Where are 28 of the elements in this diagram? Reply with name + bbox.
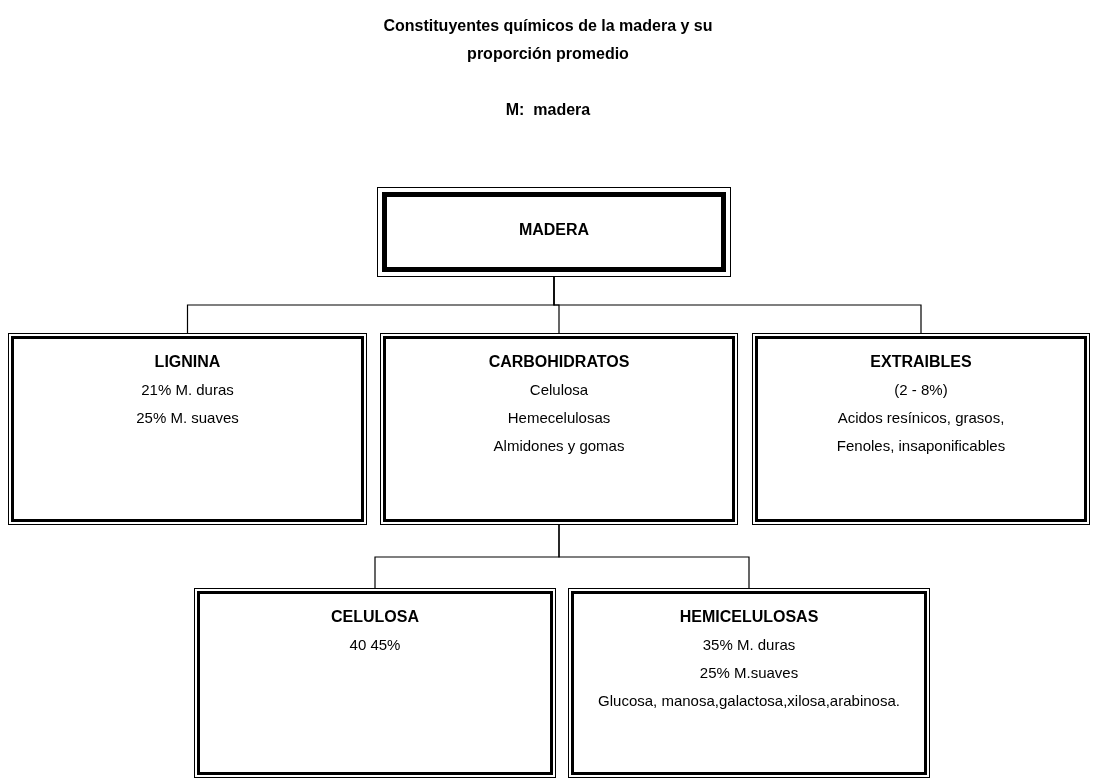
connector-line [558, 524, 750, 589]
box-heading: LIGNINA [154, 352, 221, 372]
category-box [568, 588, 930, 778]
connector-line [553, 276, 922, 334]
box-text: Hemecelulosas [507, 408, 611, 428]
category-box [752, 333, 1090, 525]
box-text: 40 45% [349, 635, 401, 655]
category-box [380, 333, 738, 525]
box-text: Almidones y gomas [493, 436, 625, 456]
box-heading: CARBOHIDRATOS [488, 352, 630, 372]
category-box [194, 588, 556, 778]
box-heading: HEMICELULOSAS [679, 607, 819, 627]
category-box [377, 187, 731, 277]
box-heading: MADERA [518, 220, 590, 240]
box-heading: EXTRAIBLES [870, 352, 972, 372]
box-text: (2 - 8%) [894, 380, 948, 400]
abbreviation-note: M: madera [505, 101, 591, 118]
box-text: Glucosa, manosa,galactosa,xilosa,arabinosa. [598, 691, 900, 711]
box-text: 25% M.suaves [699, 663, 799, 683]
box-text: Fenoles, insaponificables [836, 436, 1006, 456]
box-heading: CELULOSA [331, 607, 419, 627]
box-text: 25% M. suaves [136, 408, 239, 428]
box-text: 35% M. duras [702, 635, 796, 655]
diagram-title: Constituyentes químicos de la madera y su proporción promedio [383, 16, 713, 64]
box-text: 21% M. duras [141, 380, 234, 400]
box-text: Acidos resínicos, grasos, [837, 408, 1005, 428]
box-text: Celulosa [529, 380, 589, 400]
category-box [8, 333, 367, 525]
